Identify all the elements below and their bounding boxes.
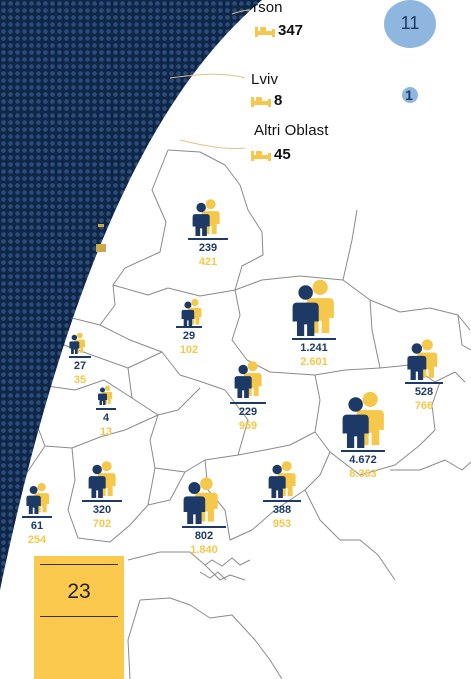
leader-lines	[169, 9, 251, 149]
badge-small-value: 1	[405, 87, 413, 103]
badge-small: 1	[402, 87, 418, 103]
person-pair-icon	[407, 339, 438, 380]
person-pair-icon	[192, 199, 220, 236]
person-figure	[342, 397, 369, 448]
count-primary: 29	[182, 329, 196, 342]
legend-item-lviv: Lviv	[251, 71, 278, 88]
person-figure	[26, 486, 41, 514]
person-pair-icon	[69, 332, 86, 354]
person-pair-icon	[292, 279, 334, 336]
count-secondary: 35	[73, 373, 87, 386]
legend-item-altri-oblast: Altri Oblast	[254, 122, 329, 139]
person-pair-icon	[183, 477, 218, 524]
person-figure	[69, 334, 80, 354]
dotted-arc	[0, 0, 262, 590]
city-name: rson	[253, 0, 283, 16]
person-pair-icon	[342, 391, 384, 448]
partial-mark	[98, 224, 104, 227]
count-primary: 4	[102, 411, 110, 424]
person-figure	[88, 464, 106, 498]
count-primary: 320	[92, 503, 112, 516]
person-pair-icon	[26, 483, 50, 514]
box-rule-top	[40, 564, 118, 565]
bed-count: 45	[274, 146, 291, 163]
legend-count-lviv: 8	[251, 92, 282, 109]
person-icons	[26, 199, 438, 524]
person-figure	[268, 464, 286, 498]
box-rule-bottom	[40, 616, 118, 617]
legend-count-altri-oblast: 45	[251, 146, 291, 163]
count-secondary: 421	[198, 255, 218, 268]
person-figure	[98, 387, 107, 405]
person-figure	[407, 343, 427, 380]
count-secondary: 953	[272, 517, 292, 530]
count-secondary: 102	[179, 343, 199, 356]
badge-large-value: 11	[400, 13, 420, 33]
count-secondary: 766	[414, 399, 434, 412]
person-pair-icon	[268, 461, 296, 498]
count-primary: 229	[238, 405, 258, 418]
crimea-coast	[199, 557, 251, 581]
person-figure	[183, 482, 206, 524]
person-pair-icon	[98, 385, 113, 405]
count-secondary: 13	[99, 425, 113, 438]
highlight-box-value: 23	[67, 580, 91, 603]
city-name: Lviv	[251, 71, 279, 88]
person-pair-icon	[234, 361, 262, 398]
bed-count: 8	[274, 92, 283, 109]
count-primary: 27	[73, 359, 87, 372]
person-figure	[181, 301, 195, 326]
bed-icon	[251, 97, 271, 107]
bed-icon	[251, 151, 271, 161]
count-secondary: 959	[238, 419, 258, 432]
bed-count: 347	[278, 22, 304, 39]
count-primary: 61	[30, 519, 44, 532]
count-secondary: 8.363	[349, 467, 377, 480]
count-secondary: 2.601	[300, 355, 328, 368]
person-figure	[292, 285, 319, 336]
count-secondary: 702	[92, 517, 112, 530]
count-primary: 802	[194, 529, 214, 542]
count-secondary: 254	[27, 533, 47, 546]
count-primary: 388	[272, 503, 292, 516]
count-primary: 239	[198, 241, 218, 254]
badge-large: 11	[384, 0, 436, 48]
partial-mark	[96, 244, 106, 252]
city-name: Altri Oblast	[254, 122, 329, 139]
legend-item-kherson: rson	[253, 0, 283, 16]
legend-count-kherson: 347	[255, 22, 303, 39]
highlight-box: 23	[34, 556, 124, 679]
count-primary: 4.672	[349, 453, 377, 466]
person-figure	[234, 364, 252, 398]
bed-icon	[255, 27, 275, 37]
count-secondary: 1.840	[190, 543, 218, 556]
person-pair-icon	[181, 298, 202, 326]
person-figure	[192, 202, 210, 236]
person-pair-icon	[88, 461, 116, 498]
count-primary: 1.241	[300, 341, 328, 354]
count-primary: 528	[414, 385, 434, 398]
